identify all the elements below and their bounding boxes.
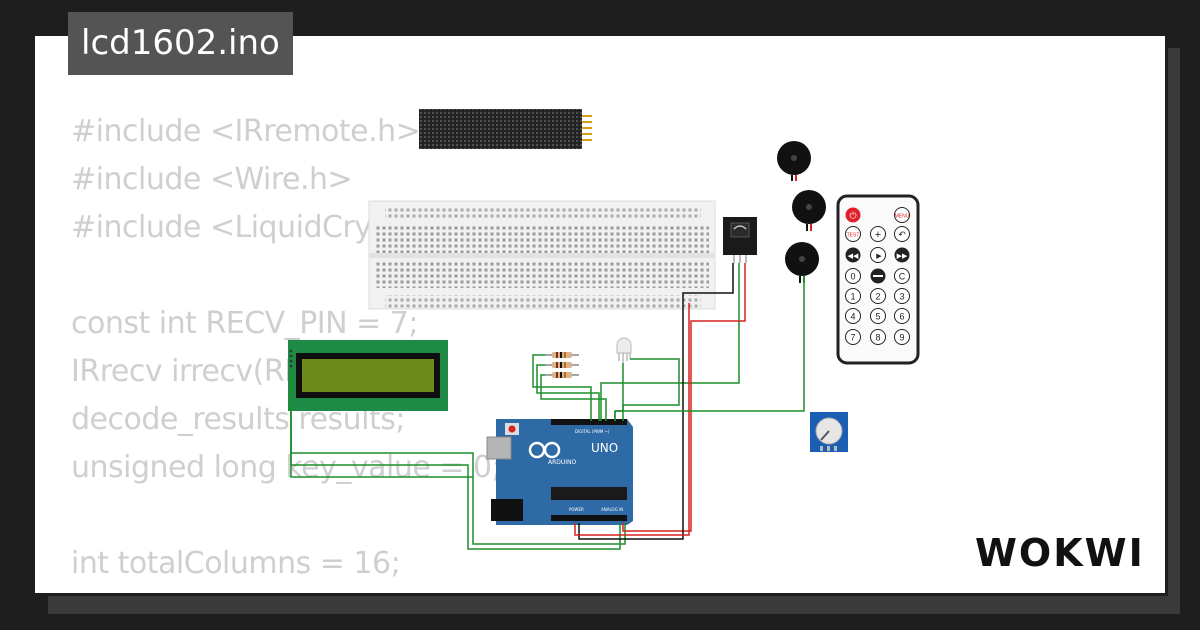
clear-button[interactable]: C [894, 268, 910, 284]
svg-text:0: 0 [850, 272, 855, 282]
svg-text:POWER: POWER [569, 507, 584, 512]
num-4-button[interactable]: 4 [845, 308, 861, 324]
potentiometer[interactable] [810, 412, 848, 452]
next-button[interactable]: ▶▶ [894, 247, 910, 263]
buzzer-2[interactable] [792, 190, 826, 231]
code-line: #include <IRremote.h> [71, 114, 421, 149]
num-7-button[interactable]: 7 [845, 329, 861, 345]
svg-text:9: 9 [899, 333, 904, 343]
preview-card: #include <IRremote.h>#include <Wire.h>#i… [32, 33, 1168, 596]
num-0-button[interactable]: 0 [845, 268, 861, 284]
num-8-button[interactable]: 8 [870, 329, 886, 345]
svg-text:6: 6 [899, 312, 904, 322]
svg-text:◀◀: ◀◀ [848, 253, 859, 260]
resistor-1[interactable] [545, 352, 579, 358]
num-3-button[interactable]: 3 [894, 288, 910, 304]
ir-remote[interactable]: ⏻ MENU TEST + ↶ ◀◀ ▶ ▶▶ 0 C 1 2 3 4 5 6 … [836, 194, 920, 365]
breadboard[interactable] [368, 200, 716, 310]
svg-text:4: 4 [850, 312, 855, 322]
code-line: const int RECV_PIN = 7; [71, 306, 418, 341]
svg-text:⏻: ⏻ [849, 211, 856, 222]
num-1-button[interactable]: 1 [845, 288, 861, 304]
buzzer-3[interactable] [785, 242, 819, 283]
svg-text:WOKWI: WOKWI [975, 531, 1145, 575]
svg-text:▶▶: ▶▶ [897, 253, 908, 260]
resistor-2[interactable] [545, 362, 579, 368]
svg-text:7: 7 [850, 333, 855, 343]
menu-button[interactable]: MENU [894, 207, 910, 223]
num-5-button[interactable]: 5 [870, 308, 886, 324]
svg-text:TEST: TEST [847, 233, 860, 239]
svg-text:MENU: MENU [895, 214, 910, 220]
svg-text:DIGITAL (PWM ~): DIGITAL (PWM ~) [575, 429, 610, 434]
num-2-button[interactable]: 2 [870, 288, 886, 304]
svg-text:8: 8 [875, 333, 880, 343]
lcd1602[interactable] [288, 340, 448, 411]
resistor-3[interactable] [545, 372, 579, 378]
svg-text:UNO: UNO [591, 441, 618, 455]
test-button[interactable]: TEST [845, 226, 861, 242]
file-title: lcd1602.ino [68, 12, 293, 75]
svg-text:ARDUINO: ARDUINO [548, 459, 577, 466]
rgb-led[interactable] [616, 337, 632, 363]
code-background: #include <IRremote.h>#include <Wire.h>#i… [71, 108, 538, 593]
svg-text:3: 3 [899, 292, 904, 302]
num-9-button[interactable]: 9 [894, 329, 910, 345]
arduino-uno[interactable]: ARDUINO UNO DIGITAL (PWM ~) POWER ANALOG… [486, 419, 633, 525]
play-button[interactable]: ▶ [870, 247, 886, 263]
code-line: unsigned long key_value = 0; [71, 450, 502, 485]
svg-text:ANALOG IN: ANALOG IN [601, 507, 623, 512]
code-line: #include <Wire.h> [71, 162, 353, 197]
svg-text:2: 2 [875, 292, 880, 302]
wokwi-logo: WOKWI [975, 531, 1145, 575]
ir-receiver[interactable] [723, 217, 757, 263]
svg-text:+: + [875, 229, 881, 241]
power-button[interactable]: ⏻ [845, 207, 861, 223]
circuit-diagram: ⏻ MENU TEST + ↶ ◀◀ ▶ ▶▶ 0 C 1 2 3 4 5 6 … [288, 109, 920, 550]
back-button[interactable]: ↶ [894, 226, 910, 242]
wires [290, 263, 805, 550]
num-6-button[interactable]: 6 [894, 308, 910, 324]
prev-button[interactable]: ◀◀ [845, 247, 861, 263]
buzzer-1[interactable] [777, 141, 811, 181]
code-line: int totalColumns = 16; [71, 546, 401, 581]
svg-text:5: 5 [875, 312, 880, 322]
led-matrix[interactable] [419, 109, 592, 149]
plus-button[interactable]: + [870, 226, 886, 242]
svg-text:↶: ↶ [898, 230, 906, 240]
svg-text:▶: ▶ [876, 253, 882, 260]
svg-text:C: C [899, 272, 906, 282]
svg-text:1: 1 [850, 292, 855, 302]
minus-button[interactable] [870, 268, 886, 284]
